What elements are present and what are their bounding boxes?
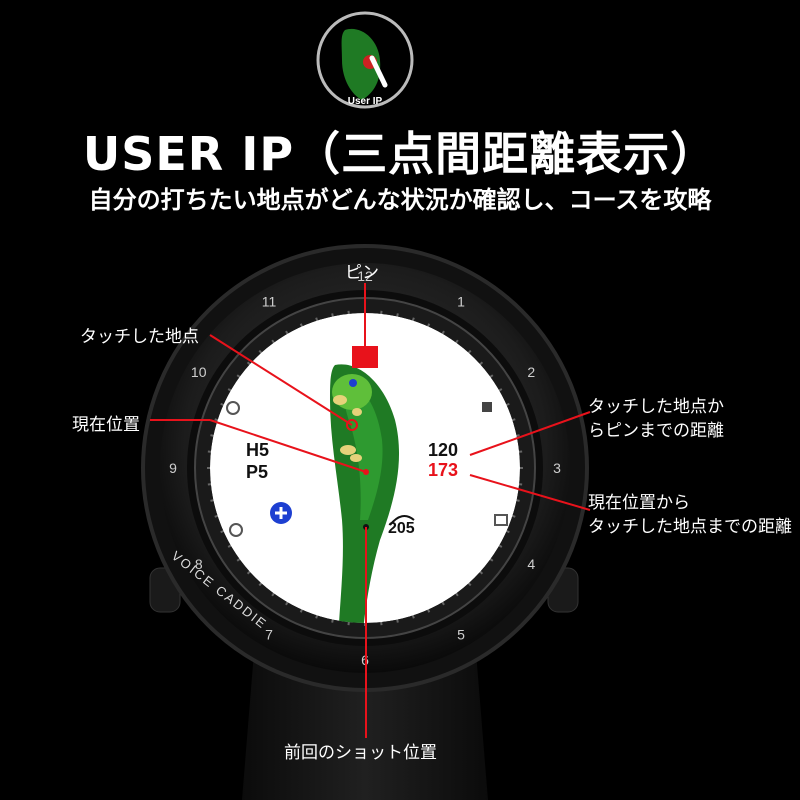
bezel-number: 9 — [169, 460, 177, 476]
bunker — [333, 395, 347, 405]
refresh-icon[interactable] — [226, 401, 240, 415]
callout-touch-to-pin-2: らピンまでの距離 — [588, 421, 724, 441]
page-title: USER IP（三点間距離表示） — [82, 127, 718, 181]
bunker — [340, 445, 356, 455]
hole-number: H5 — [246, 440, 270, 460]
callout-touched-point: タッチした地点 — [80, 327, 199, 347]
callout-last-shot: 前回のショット位置 — [284, 743, 437, 763]
shot-arc-icon — [389, 515, 415, 526]
bezel-number: 12 — [357, 268, 373, 284]
page-subtitle: 自分の打ちたい地点がどんな状況か確認し、コースを攻略 — [88, 186, 712, 214]
distance-touch-to-pin: 120 — [428, 440, 459, 460]
touch-point-marker[interactable] — [346, 419, 358, 431]
callout-current-position: 現在位置 — [72, 415, 140, 435]
callout-touch-to-pin-1: タッチした地点か — [588, 397, 724, 417]
watch-screen — [210, 313, 520, 623]
callout-current-to-touch-1: 現在位置から — [588, 493, 690, 513]
map-icon[interactable] — [482, 402, 492, 412]
bunker — [352, 408, 362, 416]
bezel-number: 4 — [527, 556, 535, 572]
distance-current-to-touch: 173 — [428, 460, 459, 480]
pin-indicator — [352, 346, 378, 368]
callout-pin: ピン — [345, 263, 379, 283]
bezel-number: 5 — [457, 626, 465, 642]
user-ip-badge — [316, 11, 414, 109]
par-number: P5 — [246, 462, 269, 482]
last-shot-distance: 205 — [388, 520, 415, 537]
bezel-number: 3 — [553, 460, 561, 476]
callout-lines — [150, 283, 591, 738]
bezel-number: 11 — [262, 294, 277, 310]
callout-current-to-touch-2: タッチした地点までの距離 — [588, 517, 792, 537]
bunker — [350, 454, 362, 462]
bezel-number: 10 — [191, 364, 207, 380]
pin-marker — [349, 379, 357, 387]
bezel-number: 7 — [265, 626, 273, 642]
bezel-number: 1 — [457, 294, 465, 310]
menu-icon[interactable] — [494, 514, 508, 526]
back-icon[interactable] — [229, 523, 243, 537]
bezel-number: 8 — [195, 556, 203, 572]
badge-label: User IP — [347, 96, 383, 107]
bezel-number: 2 — [527, 364, 535, 380]
